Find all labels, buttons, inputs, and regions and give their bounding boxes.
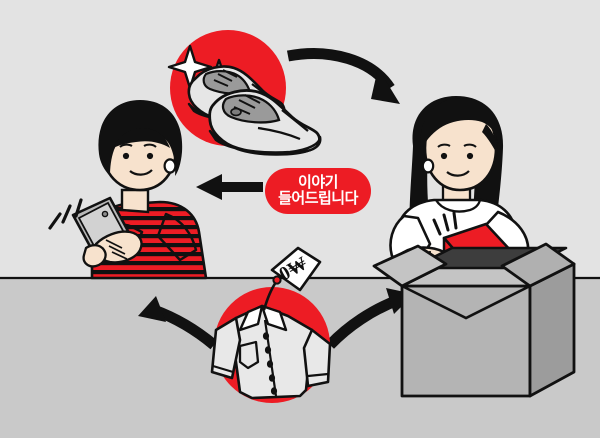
box-woman-illustration: [372, 96, 576, 398]
story-badge[interactable]: 이야기 들어드립니다: [265, 168, 371, 214]
shirt-illustration: [210, 275, 332, 400]
story-badge-line-2: 들어드립니다: [278, 190, 358, 207]
sneakers-illustration: [187, 65, 322, 156]
arrow-shirt-to-phone: [138, 296, 218, 350]
arrow-badge-to-phone: [196, 174, 263, 200]
arrow-sneakers-to-box: [286, 48, 400, 104]
phone-woman-illustration: [48, 100, 208, 280]
story-badge-line-1: 이야기: [298, 174, 338, 192]
